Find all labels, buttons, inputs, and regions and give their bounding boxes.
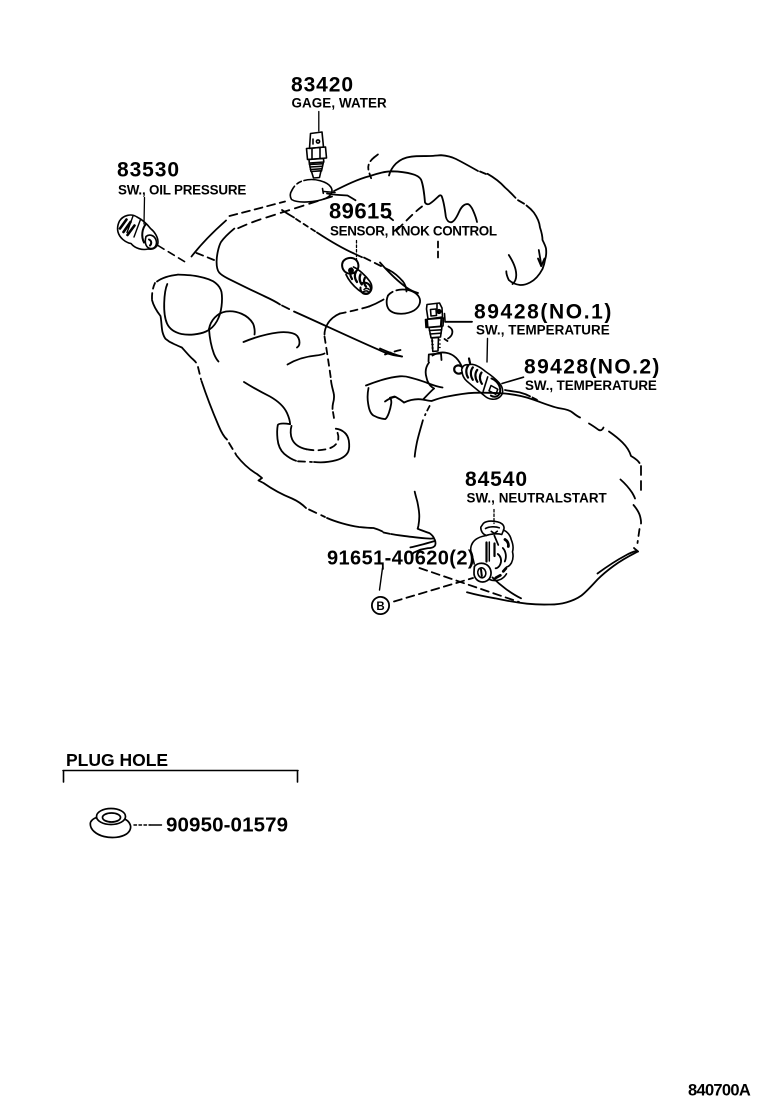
svg-text:SW., TEMPERATURE: SW., TEMPERATURE (525, 378, 657, 393)
svg-text:SW., NEUTRALSTART: SW., NEUTRALSTART (467, 491, 608, 506)
svg-text:840700A: 840700A (688, 1082, 751, 1100)
svg-text:PLUG HOLE: PLUG HOLE (66, 750, 168, 770)
svg-text:SENSOR, KNOK CONTROL: SENSOR, KNOK CONTROL (330, 224, 497, 239)
svg-text:83420: 83420 (291, 74, 354, 97)
svg-text:84540: 84540 (465, 468, 528, 491)
svg-text:SW., OIL PRESSURE: SW., OIL PRESSURE (118, 183, 246, 198)
svg-text:GAGE, WATER: GAGE, WATER (292, 96, 388, 111)
svg-text:89428(NO.1): 89428(NO.1) (474, 301, 613, 324)
svg-text:90950-01579: 90950-01579 (166, 814, 288, 837)
svg-text:89428(NO.2): 89428(NO.2) (524, 356, 661, 379)
svg-text:83530: 83530 (117, 159, 180, 182)
svg-text:91651-40620(2): 91651-40620(2) (327, 548, 475, 570)
svg-text:B: B (376, 601, 384, 613)
svg-text:SW., TEMPERATURE: SW., TEMPERATURE (476, 323, 610, 338)
svg-text:89615: 89615 (329, 199, 392, 224)
